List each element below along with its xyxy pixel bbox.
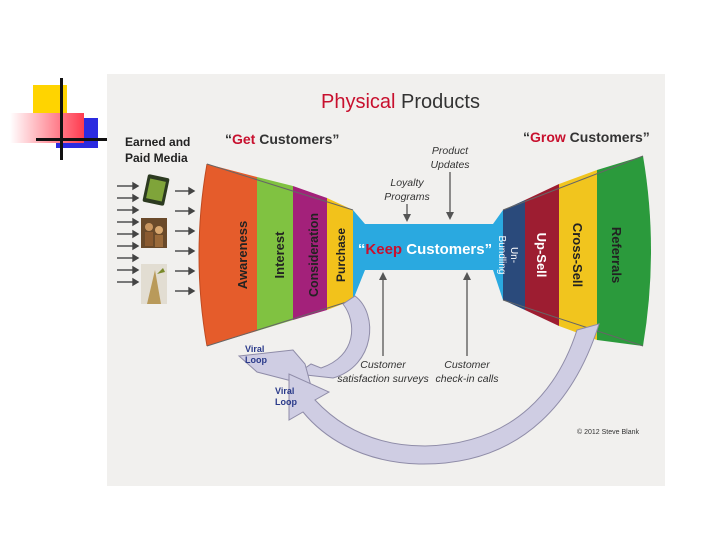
stage-crosssell-label: Cross-Sell <box>570 223 585 287</box>
stage-consideration-label: Consideration <box>307 213 321 297</box>
copyright-text: © 2012 Steve Blank <box>577 428 639 436</box>
viral-loop-2-label-1: Viral <box>275 386 294 396</box>
stage-crosssell-band <box>559 170 597 340</box>
grow-word: Grow <box>530 129 566 145</box>
keep-customers-band <box>353 224 493 270</box>
stage-upsell-band <box>525 184 559 326</box>
media-thumbnail-drink-icon <box>141 264 167 304</box>
stage-upsell-label: Up-Sell <box>534 233 549 278</box>
media-thumbnail-people-icon <box>141 218 167 248</box>
title-products: Products <box>395 91 479 113</box>
incoming-arrowhead <box>132 229 140 239</box>
incoming-arrowhead <box>132 181 140 191</box>
loyalty-programs-label-2: Programs <box>384 191 430 203</box>
bowtie-funnel-svg: Physical Products Earned and Paid Media <box>117 91 651 465</box>
viral-loop-1-label-1: Viral <box>245 344 264 354</box>
stage-unbundling-label-1: Un- <box>508 247 519 263</box>
media-thumbnail-tablet-icon <box>142 174 170 206</box>
stage-referrals-label: Referrals <box>609 227 624 283</box>
get-word: Get <box>232 131 256 147</box>
stage-purchase-label: Purchase <box>334 228 348 282</box>
stage-purchase-band <box>327 198 353 310</box>
viral-loop-2-label-2: Loop <box>275 397 297 407</box>
stage-unbundling-label-2: Bundling <box>496 236 507 275</box>
incoming-arrowhead <box>132 265 140 275</box>
slide-deco-horizontal-line <box>36 138 108 141</box>
viral-loop-large-arrow <box>288 323 600 465</box>
incoming-arrowhead <box>188 186 196 196</box>
incoming-arrowhead <box>132 193 140 203</box>
diagram-title: Physical Products <box>321 91 480 113</box>
get-customers-funnel <box>198 163 354 347</box>
product-updates-label-2: Updates <box>430 159 470 171</box>
checkin-label-1: Customer <box>444 359 490 371</box>
grow-customers-funnel <box>502 155 651 347</box>
earned-media-line1: Earned and <box>125 135 190 149</box>
loyalty-programs-label-1: Loyalty <box>390 177 424 189</box>
incoming-arrowhead <box>132 277 140 287</box>
incoming-arrows-right <box>175 186 196 296</box>
incoming-arrowhead <box>188 246 196 256</box>
stage-interest-band <box>257 177 293 331</box>
stage-consideration-band <box>293 186 327 320</box>
stage-referrals-band <box>597 156 651 346</box>
stage-unbundling-band <box>503 200 525 310</box>
get-customers-heading: “Get Customers” <box>225 131 339 147</box>
product-updates-label-1: Product <box>432 145 469 157</box>
incoming-arrows-left <box>117 181 140 287</box>
checkin-label-2: check-in calls <box>435 373 499 385</box>
stage-awareness-label: Awareness <box>235 221 250 289</box>
incoming-arrowhead <box>132 241 140 251</box>
incoming-arrowhead <box>132 253 140 263</box>
viral-loop-1-label-2: Loop <box>245 355 267 365</box>
title-physical: Physical <box>321 91 395 113</box>
stage-interest-label: Interest <box>272 231 287 279</box>
earned-media-line2: Paid Media <box>125 151 188 165</box>
incoming-arrowhead <box>132 217 140 227</box>
surveys-label-2: satisfaction surveys <box>337 373 429 385</box>
customer-lifecycle-diagram: Physical Products Earned and Paid Media <box>107 74 665 486</box>
grow-customers-heading: “Grow Customers” <box>523 129 650 145</box>
keep-customers-label: “Keep Customers” <box>358 241 492 258</box>
incoming-arrowhead <box>132 205 140 215</box>
keep-word: Keep <box>365 241 402 258</box>
incoming-arrowhead <box>188 206 196 216</box>
slide-deco-vertical-line <box>60 78 63 160</box>
surveys-label-1: Customer <box>360 359 406 371</box>
incoming-arrowhead <box>188 226 196 236</box>
stage-awareness-band <box>199 164 257 346</box>
incoming-arrowhead <box>188 266 196 276</box>
incoming-arrowhead <box>188 286 196 296</box>
